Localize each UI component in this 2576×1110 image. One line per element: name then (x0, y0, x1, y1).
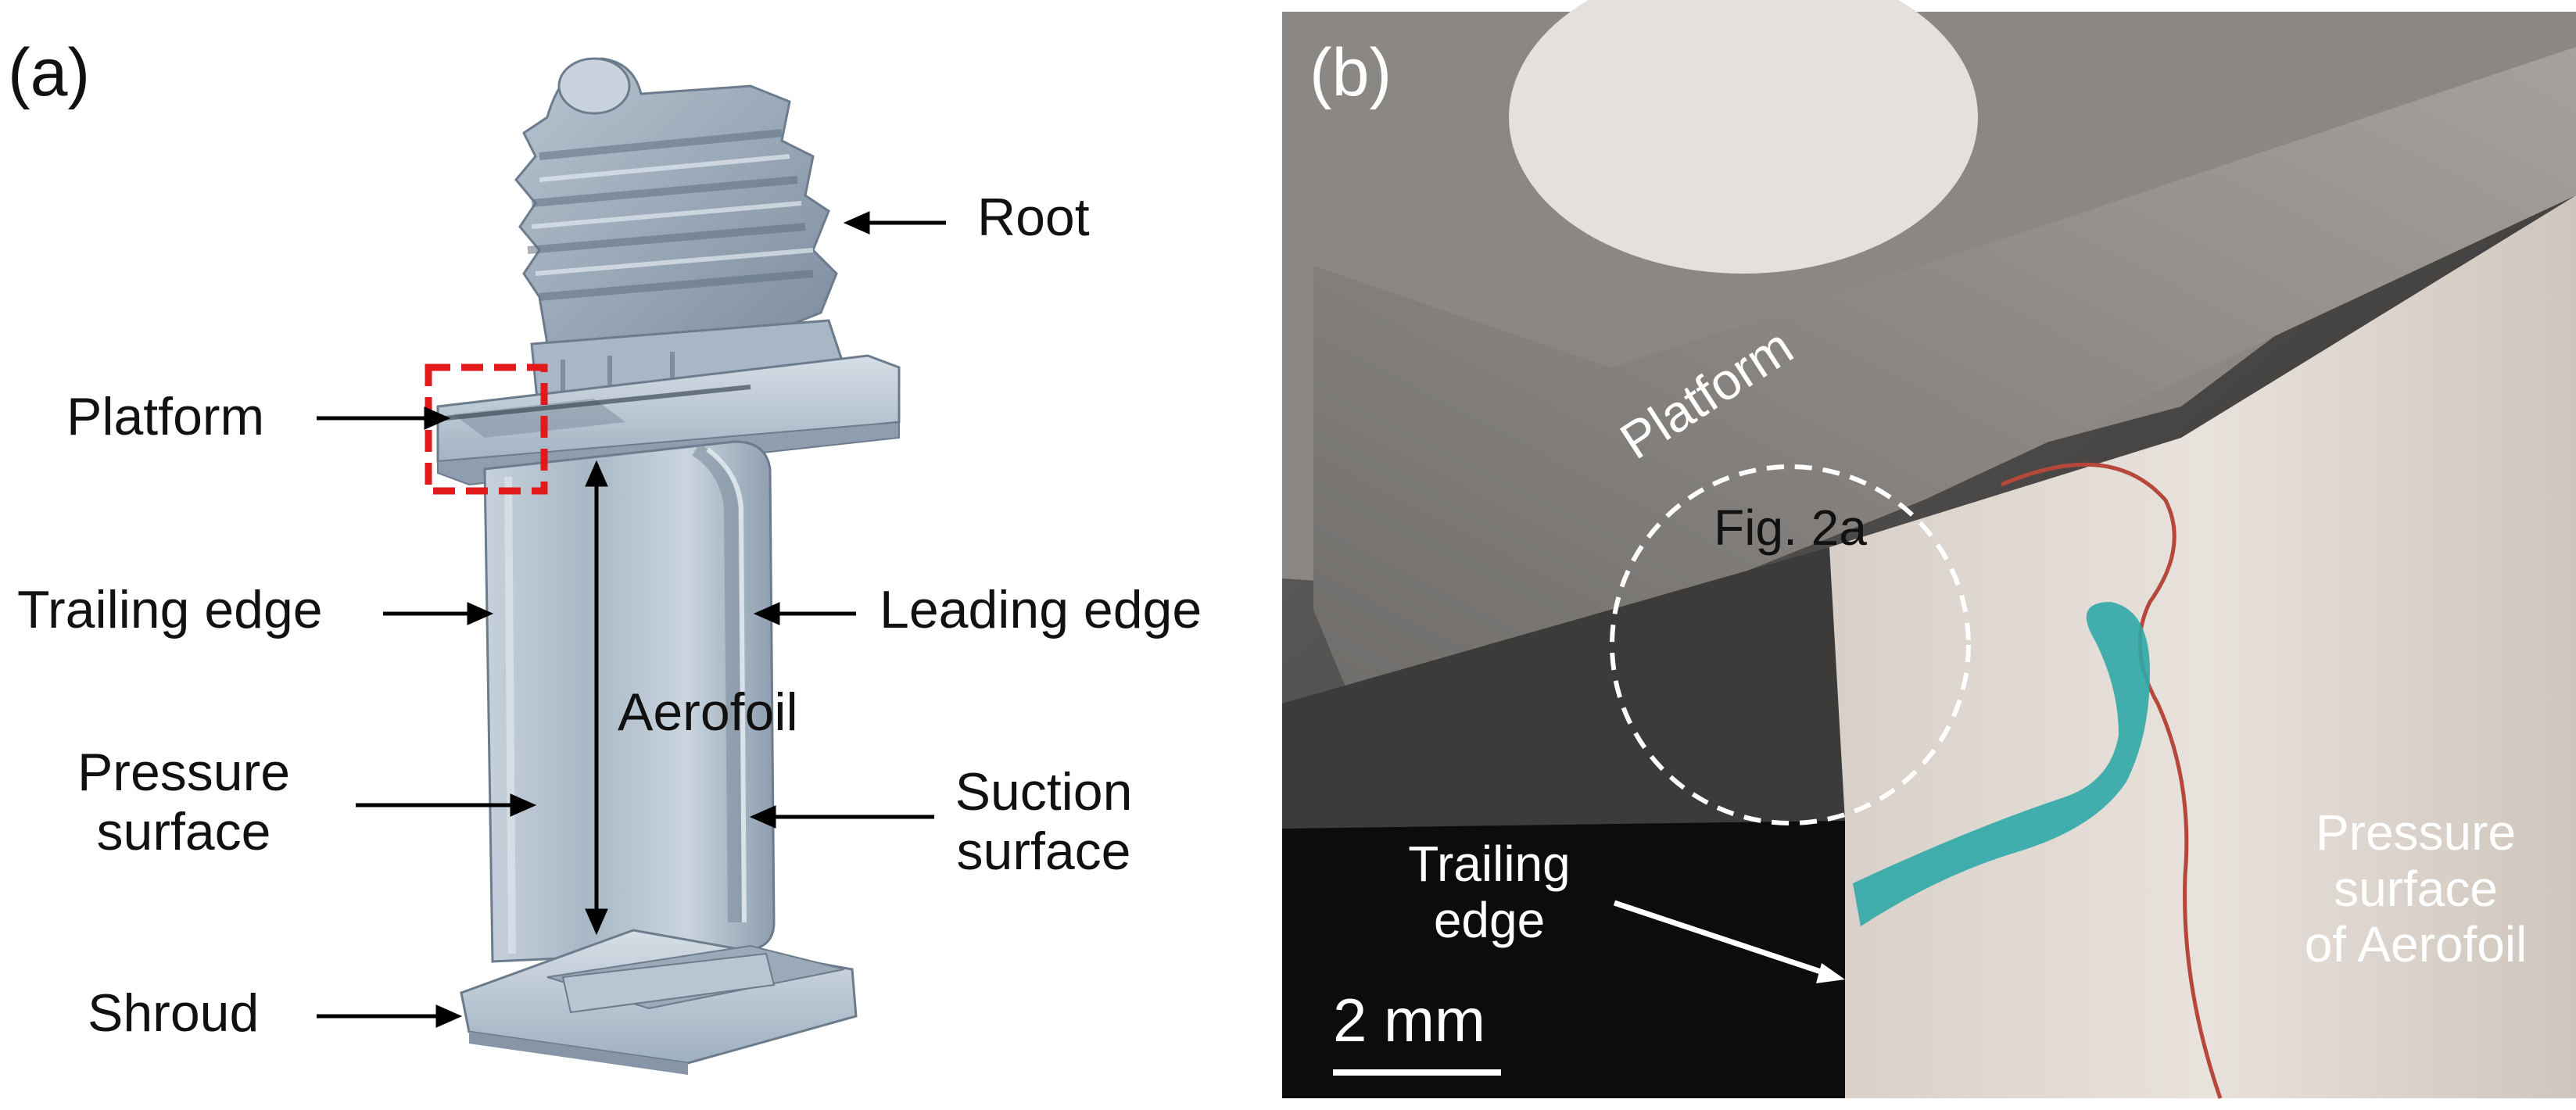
label-pressure-photo-line1: Pressure (2315, 804, 2517, 861)
annotation-arrows (317, 211, 946, 1028)
label-trailing-edge-photo-line1: Trailing (1408, 836, 1571, 892)
label-aerofoil: Aerofoil (618, 682, 798, 742)
highlight-box (425, 363, 548, 495)
blade-root (514, 57, 838, 353)
panel-b: (b) Platform Fig. 2a Trailing edge Press… (1282, 0, 2576, 1110)
photo-shadow-region (1282, 547, 1845, 829)
label-shroud: Shroud (88, 983, 260, 1043)
turbine-blade-cad-illustration (317, 57, 946, 1075)
label-suction-surface: Suction surface (934, 762, 1153, 881)
trailing-edge-arrow (1613, 900, 1845, 983)
label-pressure-photo-line2: surface (2334, 860, 2498, 917)
blade-photograph (1282, 0, 2576, 1099)
panel-a: (a) Root Platform Trailing edge Leading … (0, 0, 1282, 1110)
blade-aerofoil (483, 440, 776, 963)
label-suction-surface-line2: surface (956, 822, 1131, 882)
panel-b-tag: (b) (1309, 35, 1392, 110)
label-pressure-photo-line3: of Aerofoil (2304, 916, 2528, 973)
photo-dark-region (1282, 821, 1845, 1098)
label-trailing-edge-photo: Trailing edge (1376, 836, 1603, 948)
label-trailing-edge-photo-line2: edge (1433, 891, 1546, 948)
label-fig-ref: Fig. 2a (1714, 500, 1867, 556)
label-platform: Platform (66, 387, 265, 446)
photo-cylinder (1509, 0, 1978, 274)
fig-ref-circle (1610, 464, 1971, 825)
label-pressure-surface-photo: Pressure surface of Aerofoil (2263, 804, 2568, 973)
label-pressure-surface-line1: Pressure (77, 743, 291, 802)
label-suction-surface-line1: Suction (955, 762, 1133, 822)
label-root: Root (977, 188, 1090, 247)
label-leading-edge: Leading edge (880, 580, 1202, 639)
label-pressure-surface: Pressure surface (59, 743, 309, 861)
label-pressure-surface-line2: surface (96, 802, 271, 862)
blade-shroud (460, 929, 858, 1075)
photo-blue-mark (1853, 602, 2150, 926)
label-trailing-edge: Trailing edge (17, 580, 323, 639)
panel-a-tag: (a) (8, 35, 91, 110)
photo-pressure-surface (1829, 195, 2576, 1098)
photo-platform-band (1313, 47, 2576, 704)
scale-bar-label: 2 mm (1333, 986, 1485, 1054)
